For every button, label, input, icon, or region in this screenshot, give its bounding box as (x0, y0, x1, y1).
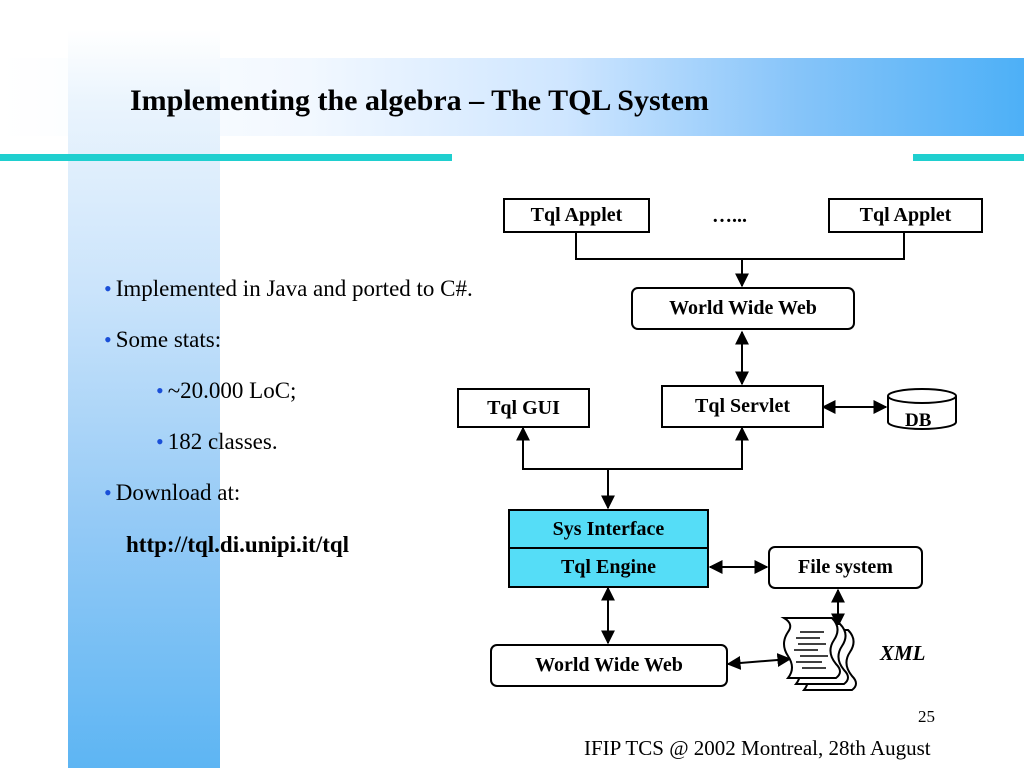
bullet-text: 182 classes. (167, 429, 278, 454)
sub-bullet-classes: •182 classes. (156, 429, 278, 455)
bullet-dot: • (104, 327, 112, 352)
download-link[interactable]: http://tql.di.unipi.it/tql (126, 532, 350, 557)
bullet-java: •Implemented in Java and ported to C#. (104, 276, 473, 302)
bullet-dot: • (104, 480, 112, 505)
world-wide-web-top-box: World Wide Web (631, 287, 855, 330)
bullet-download: •Download at: (104, 480, 240, 506)
bullet-dot: • (104, 276, 112, 301)
tql-servlet-box: Tql Servlet (661, 385, 824, 428)
xml-label: XML (880, 641, 926, 665)
sys-interface-box: Sys Interface (508, 509, 709, 549)
tql-engine-box: Tql Engine (508, 547, 709, 588)
applet-bus-line (575, 232, 905, 260)
gui-servlet-bus-line (516, 426, 749, 470)
tql-applet-left-box: Tql Applet (503, 198, 650, 233)
db-label: DB (905, 410, 932, 431)
page-number: 25 (918, 707, 935, 726)
bullet-stats: •Some stats: (104, 327, 221, 353)
tql-applet-right-box: Tql Applet (828, 198, 983, 233)
db-cylinder-icon (887, 388, 957, 430)
teal-rule-left (0, 154, 452, 161)
bullet-text: Implemented in Java and ported to C#. (115, 276, 473, 301)
bullet-text: Download at: (115, 480, 241, 505)
bullet-dot: • (156, 378, 164, 403)
file-system-box: File system (768, 546, 923, 589)
slide-title: Implementing the algebra – The TQL Syste… (130, 84, 709, 117)
tql-gui-box: Tql GUI (457, 388, 590, 428)
bullet-text: ~20.000 LoC; (167, 378, 297, 403)
bullet-dot: • (156, 429, 164, 454)
left-gradient-band (68, 30, 220, 768)
xml-documents-icon (780, 617, 857, 691)
www-xml-arrow (726, 653, 792, 670)
world-wide-web-bottom-box: World Wide Web (490, 644, 728, 687)
bullet-text: Some stats: (115, 327, 222, 352)
teal-rule-right (913, 154, 1024, 161)
applet-ellipsis: …... (712, 205, 747, 227)
sub-bullet-loc: •~20.000 LoC; (156, 378, 296, 404)
footer-text: IFIP TCS @ 2002 Montreal, 28th August (584, 736, 931, 760)
